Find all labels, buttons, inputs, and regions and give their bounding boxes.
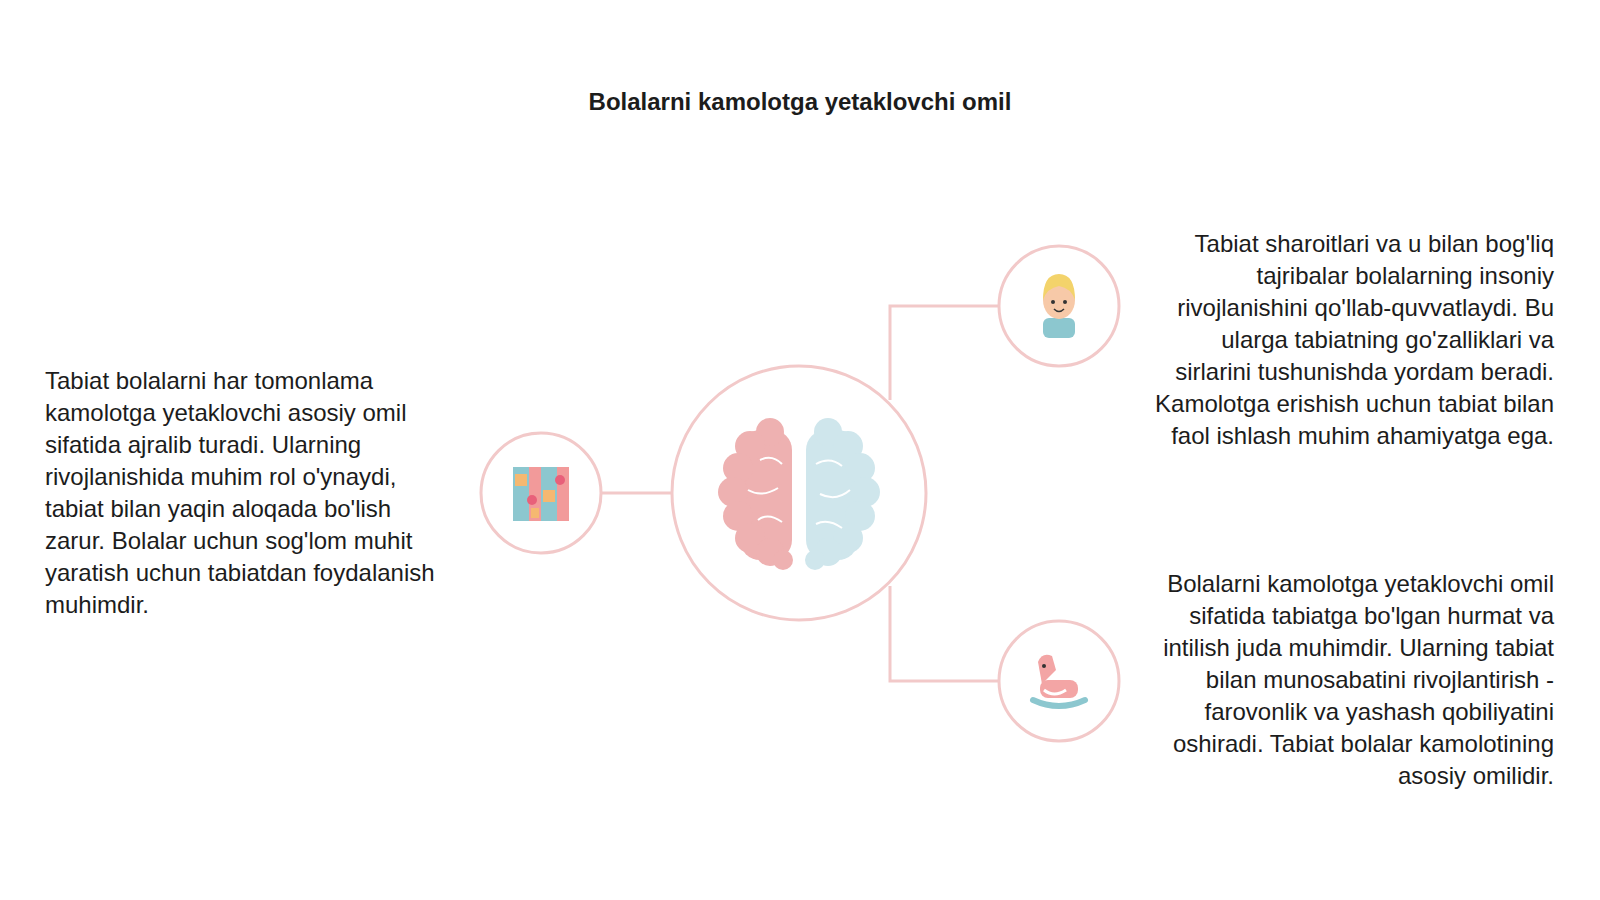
circles [481,246,1119,741]
brain-icon [718,418,880,570]
paragraph: Tabiat sharoitlari va u bilan bog'liq ta… [1154,228,1554,452]
rocking-horse-icon [1033,655,1085,706]
child-icon [1043,274,1075,338]
diagram-title: Bolalarni kamolotga yetaklovchi omil [0,88,1600,116]
connector-lines [601,306,999,681]
paragraph: Tabiat bolalarni har tomonlama kamolotga… [45,365,445,621]
paragraph: Bolalarni kamolotga yetaklovchi omil sif… [1154,568,1554,792]
puzzle-icon [513,467,569,521]
